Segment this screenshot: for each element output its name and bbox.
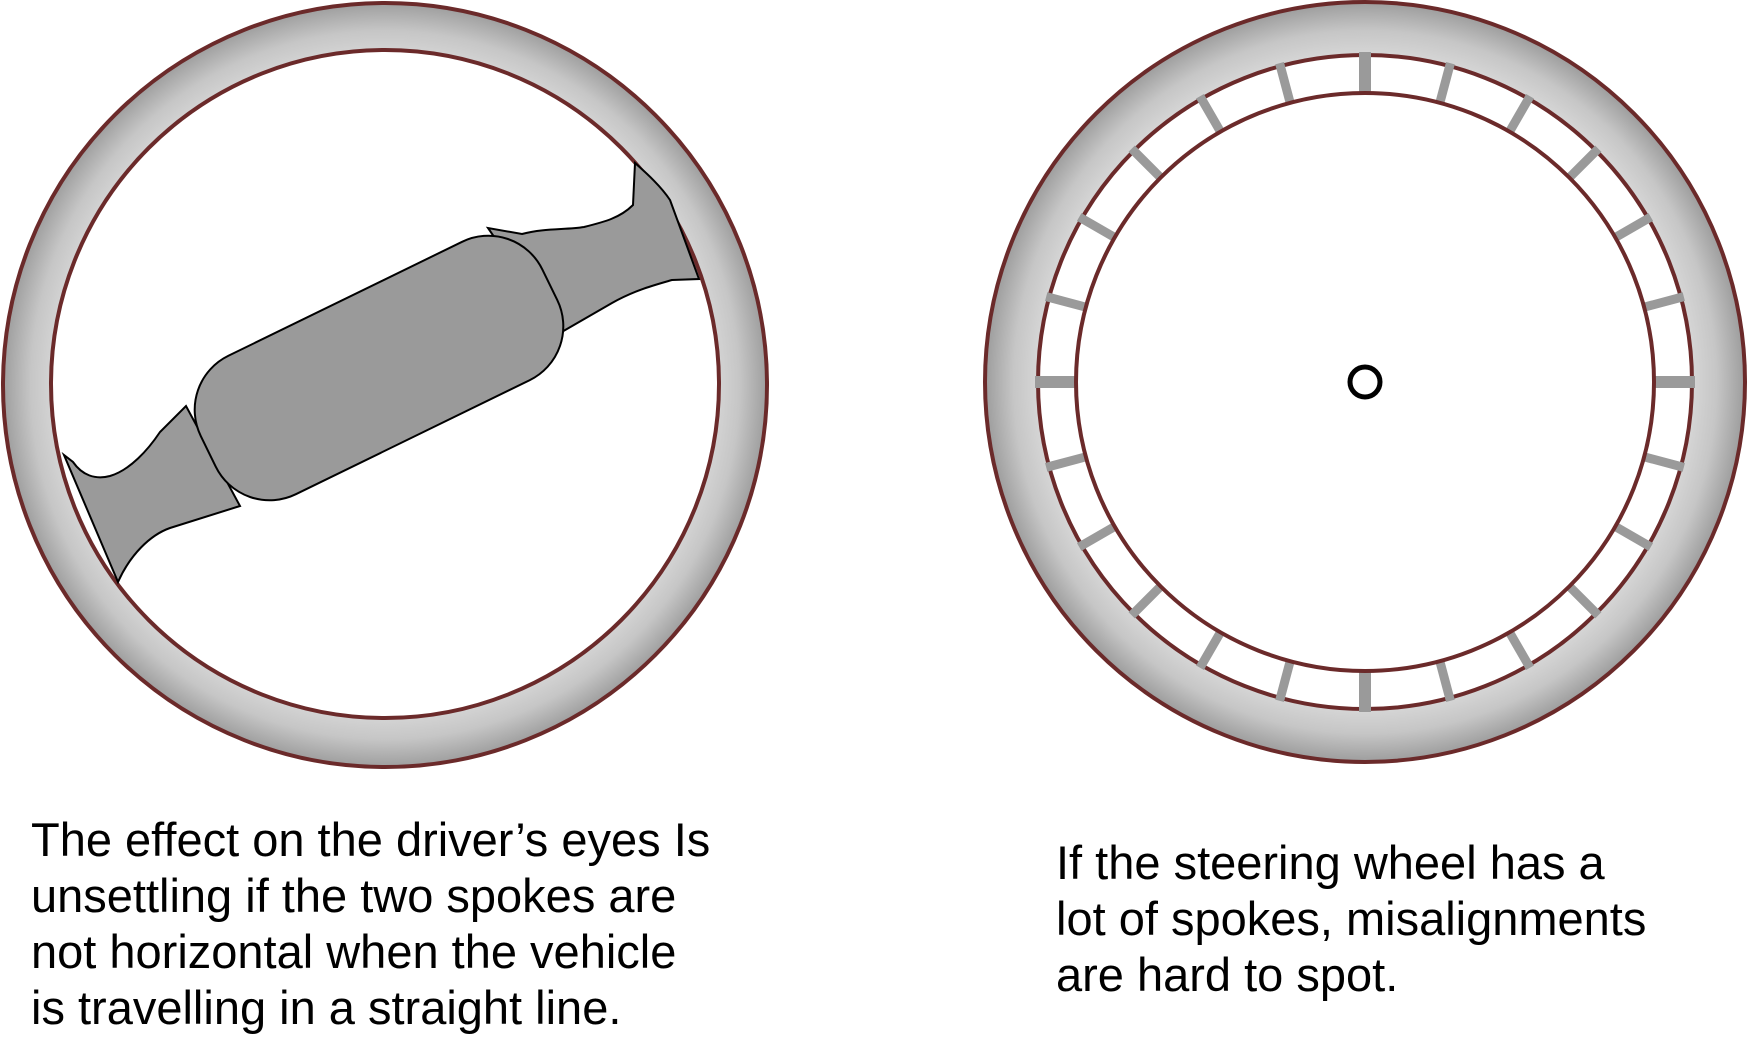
left-caption-line: The effect on the driver’s eyes Is bbox=[31, 813, 711, 866]
left-caption-line: is travelling in a straight line. bbox=[31, 981, 622, 1034]
right-wheel-caption: If the steering wheel has a lot of spoke… bbox=[1056, 835, 1646, 1003]
left-wheel-hub bbox=[193, 234, 565, 502]
right-wheel-spoke bbox=[1076, 213, 1121, 244]
right-caption-line: If the steering wheel has a bbox=[1056, 836, 1605, 889]
right-steering-wheel bbox=[983, 0, 1747, 765]
right-wheel-spoke bbox=[1196, 626, 1227, 671]
right-wheel-spoke bbox=[1045, 292, 1091, 313]
right-wheel-spoke bbox=[1076, 520, 1121, 551]
right-wheel-spoke bbox=[1128, 145, 1167, 184]
left-wheel-spokes bbox=[61, 160, 701, 585]
right-wheel-spoke bbox=[1639, 451, 1685, 472]
right-wheel-spoke bbox=[1434, 656, 1455, 702]
right-wheel-spoke bbox=[1196, 93, 1227, 138]
right-wheel-spoke bbox=[1609, 213, 1654, 244]
right-wheel-spoke bbox=[1275, 656, 1296, 702]
right-wheel-spoke bbox=[1563, 145, 1602, 184]
left-caption-line: unsettling if the two spokes are bbox=[31, 869, 677, 922]
right-caption-line: lot of spokes, misalignments bbox=[1056, 892, 1647, 945]
right-wheel-spoke bbox=[1128, 580, 1167, 619]
left-spoke-lower-left bbox=[61, 404, 242, 585]
right-caption-line: are hard to spot. bbox=[1056, 948, 1399, 1001]
right-wheel-spoke bbox=[1503, 93, 1534, 138]
right-wheel-spoke bbox=[1639, 292, 1685, 313]
right-wheel-spoke bbox=[1275, 62, 1296, 108]
right-wheel-spokes bbox=[1035, 52, 1695, 712]
right-wheel-center-marker bbox=[1347, 364, 1383, 400]
right-wheel-spoke bbox=[1045, 451, 1091, 472]
left-caption-line: not horizontal when the vehicle bbox=[31, 925, 677, 978]
right-wheel-spoke bbox=[1434, 62, 1455, 108]
left-wheel-caption: The effect on the driver’s eyes Is unset… bbox=[31, 812, 710, 1036]
right-wheel-spoke bbox=[1609, 520, 1654, 551]
right-wheel-spoke bbox=[1503, 626, 1534, 671]
left-steering-wheel bbox=[1, 0, 769, 770]
right-wheel-spoke bbox=[1563, 580, 1602, 619]
